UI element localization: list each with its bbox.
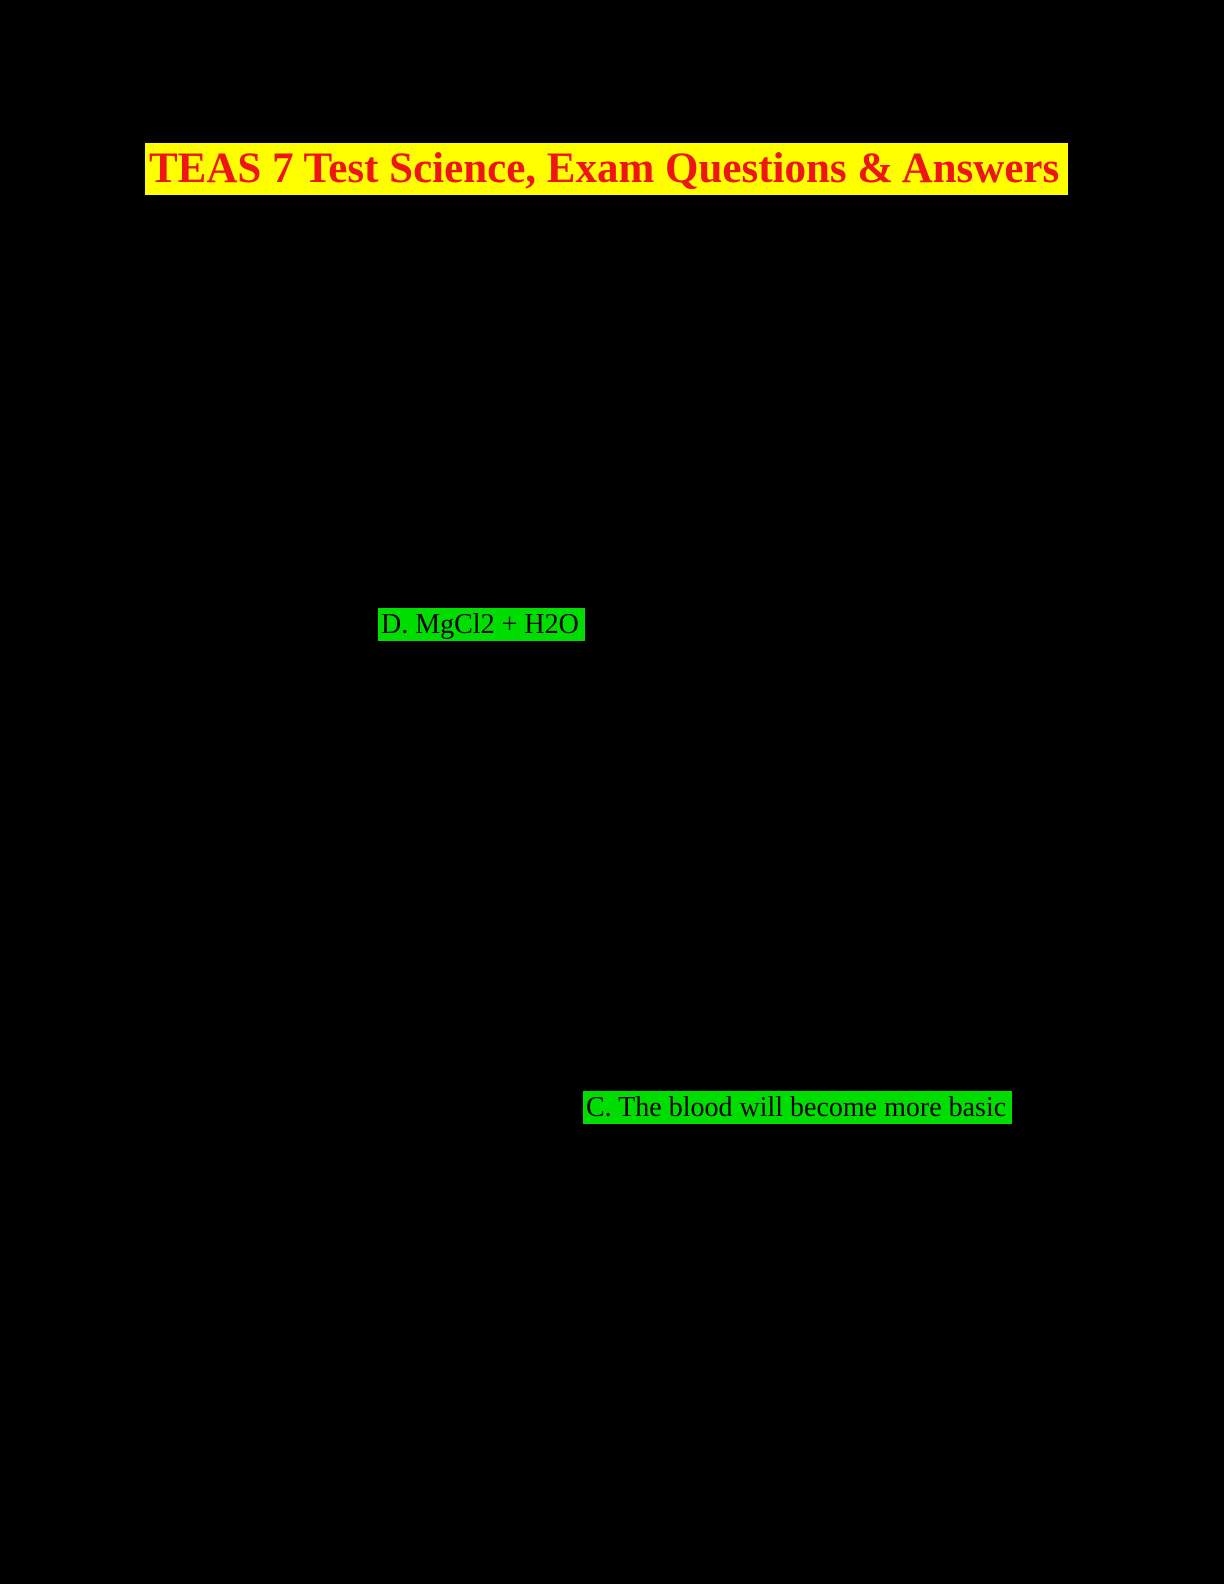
highlighted-answer-mgcl2: D. MgCl2 + H2O: [378, 608, 585, 641]
highlighted-answer-blood-basic: C. The blood will become more basic: [583, 1091, 1013, 1124]
page-title: TEAS 7 Test Science, Exam Questions & An…: [145, 143, 1069, 195]
